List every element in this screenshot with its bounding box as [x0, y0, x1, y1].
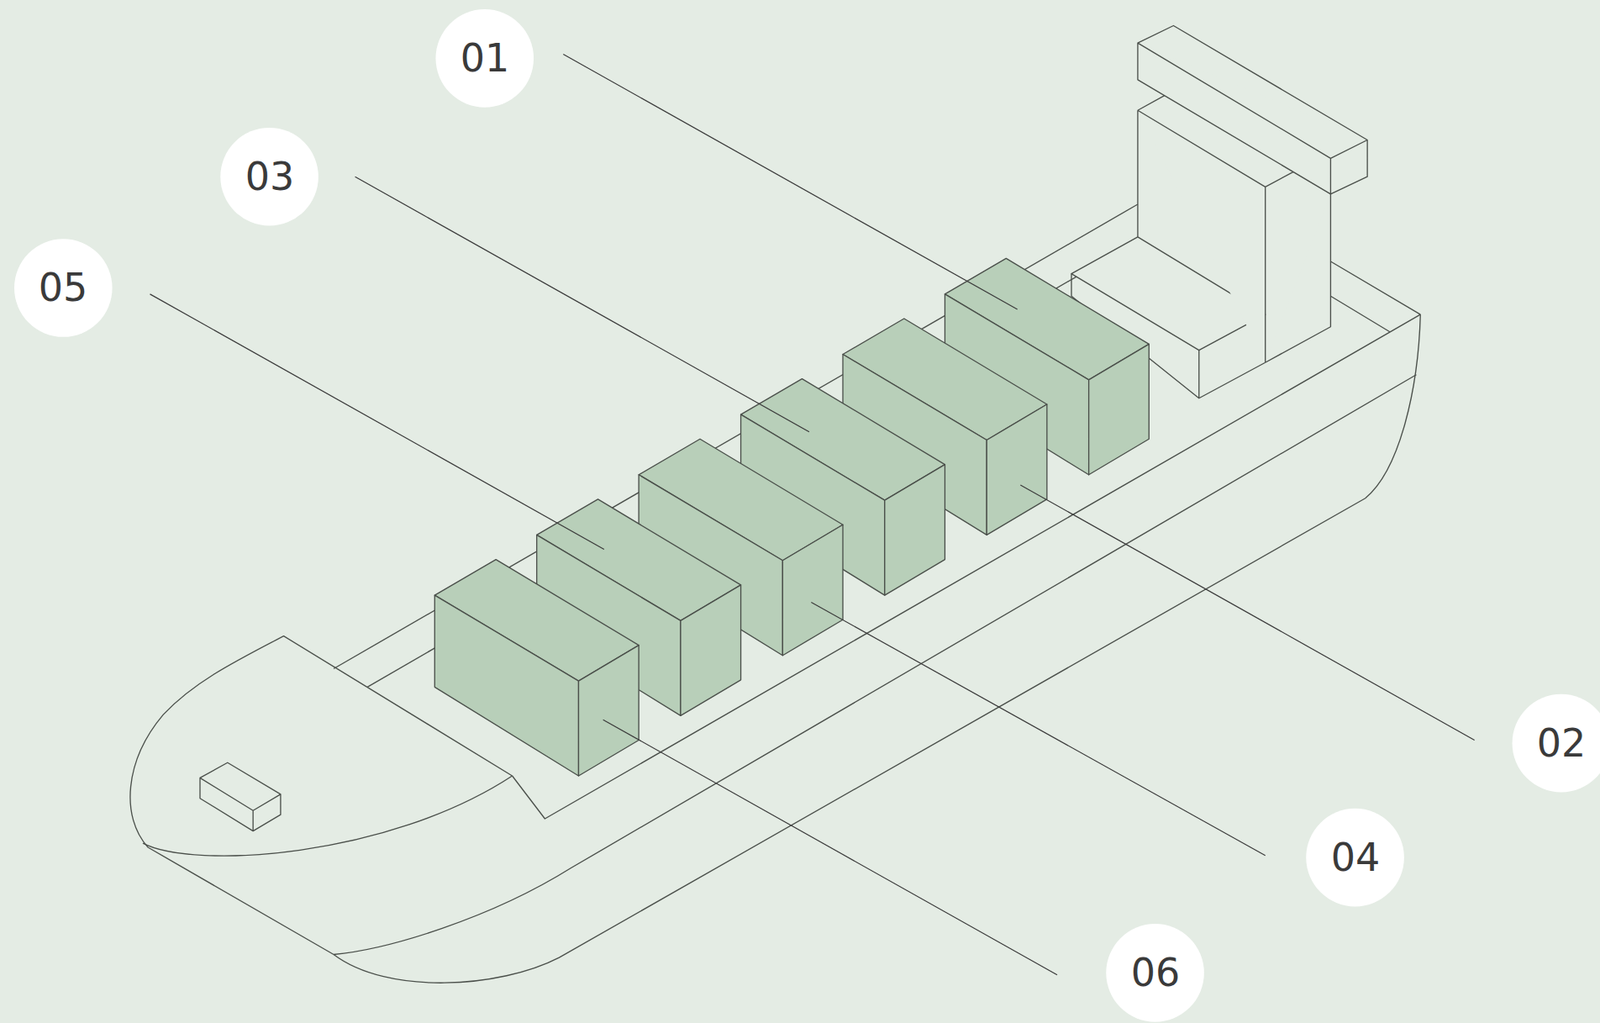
- bridge-bar: [1137, 26, 1368, 195]
- stern-lines: [1330, 261, 1421, 332]
- leader-lines: [150, 54, 1475, 975]
- callout-circles: [14, 9, 1600, 1022]
- deck-edge: [512, 314, 1422, 819]
- callout-number: 04: [1331, 837, 1381, 877]
- bow-box: [200, 762, 281, 831]
- callout-number: 02: [1536, 723, 1587, 763]
- callout-number: 03: [245, 157, 295, 196]
- hull: [130, 314, 1421, 983]
- callout-number: 01: [460, 38, 511, 78]
- sheer-line: [333, 374, 1416, 955]
- callout-number: 06: [1131, 952, 1181, 992]
- bow-curve: [142, 775, 513, 856]
- callout-number: 05: [38, 268, 89, 307]
- container: [434, 559, 639, 776]
